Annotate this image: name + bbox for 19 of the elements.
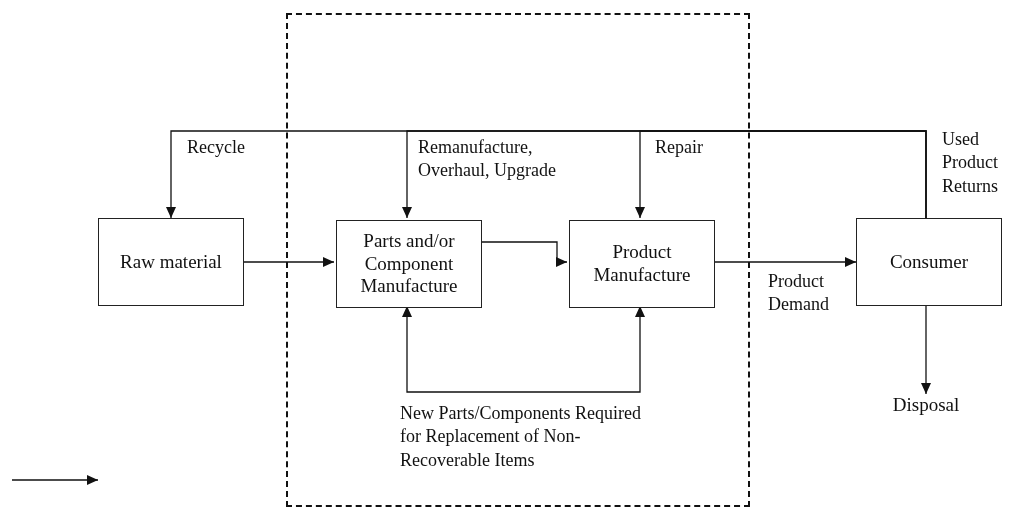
node-text: Consumer [889, 250, 969, 274]
edge-label: Remanufacture, Overhaul, Upgrade [418, 136, 557, 183]
arrow [243, 257, 335, 267]
node-text: Disposal [892, 394, 960, 417]
process-box [98, 218, 244, 306]
annotation-label: Used Product Returns [942, 128, 999, 198]
node-text: Raw material [120, 250, 222, 274]
process-box [336, 220, 482, 308]
edge-label: Repair [655, 136, 704, 159]
edge-label: Product Demand [768, 270, 830, 317]
edge-label: New Parts/Components Required for Replacement of Non-Recoverable Items [400, 402, 642, 472]
process-box [856, 218, 1002, 306]
arrow [921, 305, 931, 395]
edge-label: Recycle [187, 136, 246, 159]
process-box [569, 220, 715, 308]
dashed-boundary-box [286, 13, 750, 507]
node-text: Product Manufacture [592, 241, 692, 287]
node-text: Parts and/or Component Manufacture [359, 229, 459, 299]
arrow [635, 130, 927, 219]
